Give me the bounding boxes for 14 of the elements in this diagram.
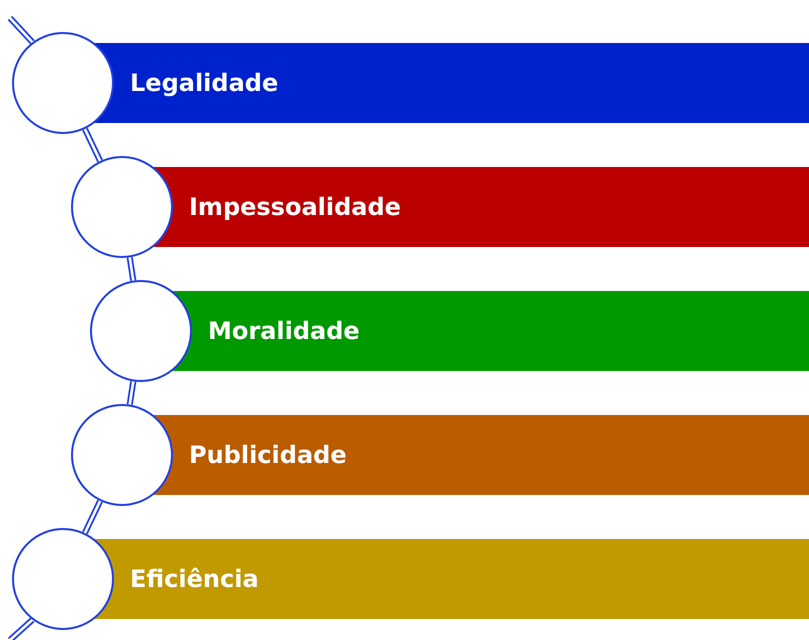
connector-line [82, 127, 103, 163]
connector-line [82, 499, 103, 535]
band-label: Publicidade [189, 441, 347, 469]
band-label: Legalidade [130, 69, 278, 97]
connector-line [126, 256, 136, 282]
connector-line [126, 380, 136, 406]
colored-band [152, 415, 809, 495]
colored-band [171, 291, 809, 371]
colored-band [93, 43, 809, 123]
colored-band [93, 539, 809, 619]
band-label: Eficiência [130, 565, 259, 593]
colored-band [152, 167, 809, 247]
band-label: Impessoalidade [189, 193, 401, 221]
band-label: Moralidade [208, 317, 360, 345]
